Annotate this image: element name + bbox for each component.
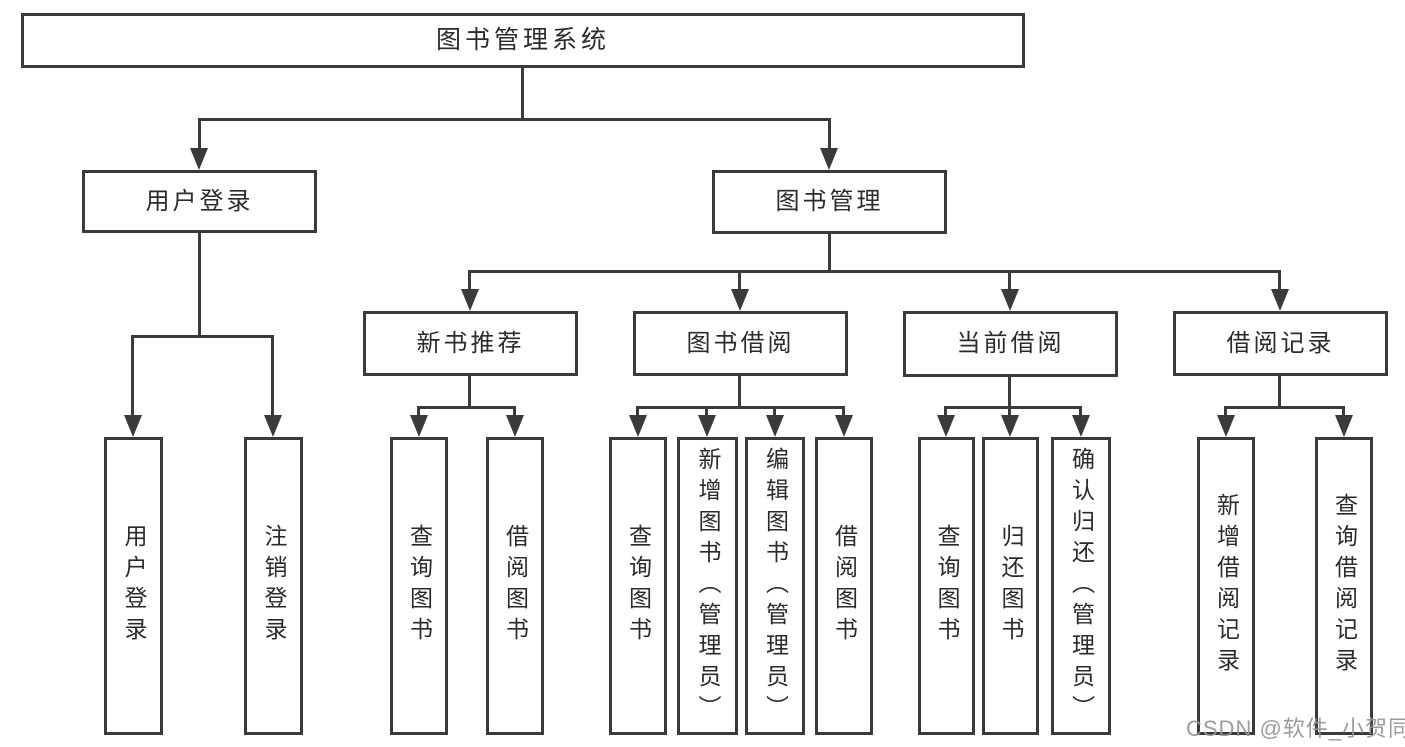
- node-book-borrowing-label: 图书借阅: [686, 329, 795, 357]
- node-edit-books-admin-label: 编辑图书（管理员）: [762, 446, 789, 726]
- node-logout: 注销登录: [244, 437, 303, 735]
- connector-drop-book-mgmt: [828, 118, 831, 151]
- connector-drop-module2: [738, 270, 741, 292]
- node-user-login-label: 用户登录: [145, 187, 254, 215]
- node-add-books-admin-label: 新增图书（管理员）: [695, 446, 721, 726]
- node-library-system: 图书管理系统: [21, 13, 1025, 68]
- arrowhead-down-icon: [1072, 415, 1090, 437]
- arrowhead-down-icon: [835, 415, 853, 437]
- connector-login-bar: [131, 335, 274, 338]
- arrowhead-down-icon: [698, 415, 716, 437]
- node-current-borrowing-label: 当前借阅: [956, 330, 1065, 357]
- connector-drop-module3: [1008, 270, 1011, 292]
- connector-drop: [705, 406, 708, 418]
- node-borrowing-query-books: 查询图书: [609, 437, 667, 735]
- csdn-watermark: CSDN @软件_小贺同学: [1186, 716, 1405, 741]
- node-borrowing-records-label: 借阅记录: [1226, 329, 1335, 357]
- node-new-book-recommend-label: 新书推荐: [416, 329, 525, 357]
- connector-drop-login-child2: [271, 335, 274, 417]
- arrowhead-down-icon: [190, 148, 208, 170]
- arrowhead-down-icon: [1001, 289, 1019, 311]
- node-recommend-query-books: 查询图书: [390, 437, 448, 735]
- connector-drop-user-login: [198, 118, 201, 151]
- arrowhead-down-icon: [124, 415, 142, 437]
- connector-drop: [842, 406, 845, 418]
- connector-drop-module1: [468, 270, 471, 292]
- arrowhead-down-icon: [820, 148, 838, 170]
- node-add-books-admin: 新增图书（管理员）: [677, 437, 738, 735]
- node-query-borrow-record-label: 查询借阅记录: [1331, 493, 1358, 679]
- arrowhead-down-icon: [731, 289, 749, 311]
- node-user-login: 用户登录: [82, 170, 317, 233]
- arrowhead-down-icon: [937, 415, 955, 437]
- connector-drop: [636, 406, 639, 418]
- arrowhead-down-icon: [1335, 415, 1353, 437]
- node-recommend-borrow-books: 借阅图书: [486, 437, 544, 735]
- connector-drop: [417, 406, 420, 418]
- node-current-query-books-label: 查询图书: [934, 524, 960, 648]
- node-current-query-books: 查询图书: [918, 437, 975, 735]
- arrowhead-down-icon: [461, 289, 479, 311]
- node-add-borrow-record: 新增借阅记录: [1197, 437, 1255, 735]
- connector-drop-module4: [1278, 270, 1281, 292]
- connector-root-bar: [198, 118, 831, 121]
- connector-drop: [1008, 406, 1011, 418]
- node-book-management-label: 图书管理: [775, 188, 884, 215]
- connector-drop: [1079, 406, 1082, 418]
- node-add-borrow-record-label: 新增借阅记录: [1213, 493, 1240, 679]
- node-current-borrowing: 当前借阅: [903, 311, 1118, 377]
- connector-module2-stem: [738, 376, 741, 406]
- node-recommend-query-books-label: 查询图书: [406, 524, 433, 648]
- node-new-book-recommend: 新书推荐: [363, 311, 578, 376]
- connector-drop: [513, 406, 516, 418]
- connector-login-stem: [198, 233, 201, 335]
- connector-module3-bar: [944, 406, 1082, 409]
- node-return-books: 归还图书: [982, 437, 1039, 735]
- node-confirm-return-admin: 确认归还（管理员）: [1051, 437, 1111, 735]
- node-recommend-borrow-books-label: 借阅图书: [502, 524, 529, 648]
- connector-drop-login-child1: [131, 335, 134, 417]
- node-confirm-return-admin-label: 确认归还（管理员）: [1068, 446, 1095, 726]
- arrowhead-down-icon: [1217, 415, 1235, 437]
- connector-module3-stem: [1008, 377, 1011, 407]
- connector-module4-bar: [1224, 406, 1345, 409]
- connector-mgmt-bar: [468, 270, 1281, 273]
- arrowhead-down-icon: [264, 415, 282, 437]
- connector-drop: [1224, 406, 1227, 418]
- node-logout-label: 注销登录: [261, 524, 287, 648]
- node-borrowing-records: 借阅记录: [1173, 311, 1388, 376]
- connector-module1-bar: [417, 406, 516, 409]
- connector-module4-stem: [1278, 376, 1281, 406]
- node-borrow-books: 借阅图书: [815, 437, 873, 735]
- node-library-system-label: 图书管理系统: [435, 26, 610, 54]
- connector-drop: [944, 406, 947, 418]
- connector-module2-bar: [636, 406, 845, 409]
- node-user-login-leaf: 用户登录: [104, 437, 163, 735]
- node-query-borrow-record: 查询借阅记录: [1315, 437, 1373, 735]
- connector-root-stem: [521, 68, 524, 118]
- node-borrow-books-label: 借阅图书: [831, 524, 858, 648]
- arrowhead-down-icon: [410, 415, 428, 437]
- connector-mgmt-stem: [828, 234, 831, 270]
- node-book-management: 图书管理: [712, 170, 947, 234]
- node-borrowing-query-books-label: 查询图书: [625, 524, 652, 648]
- arrowhead-down-icon: [766, 415, 784, 437]
- connector-drop: [773, 406, 776, 418]
- node-return-books-label: 归还图书: [998, 524, 1024, 648]
- arrowhead-down-icon: [629, 415, 647, 437]
- connector-drop: [1342, 406, 1345, 418]
- node-user-login-leaf-label: 用户登录: [121, 524, 147, 648]
- node-book-borrowing: 图书借阅: [633, 311, 848, 376]
- node-edit-books-admin: 编辑图书（管理员）: [745, 437, 805, 735]
- arrowhead-down-icon: [1271, 289, 1289, 311]
- arrowhead-down-icon: [506, 415, 524, 437]
- connector-module1-stem: [468, 376, 471, 406]
- arrowhead-down-icon: [1001, 415, 1019, 437]
